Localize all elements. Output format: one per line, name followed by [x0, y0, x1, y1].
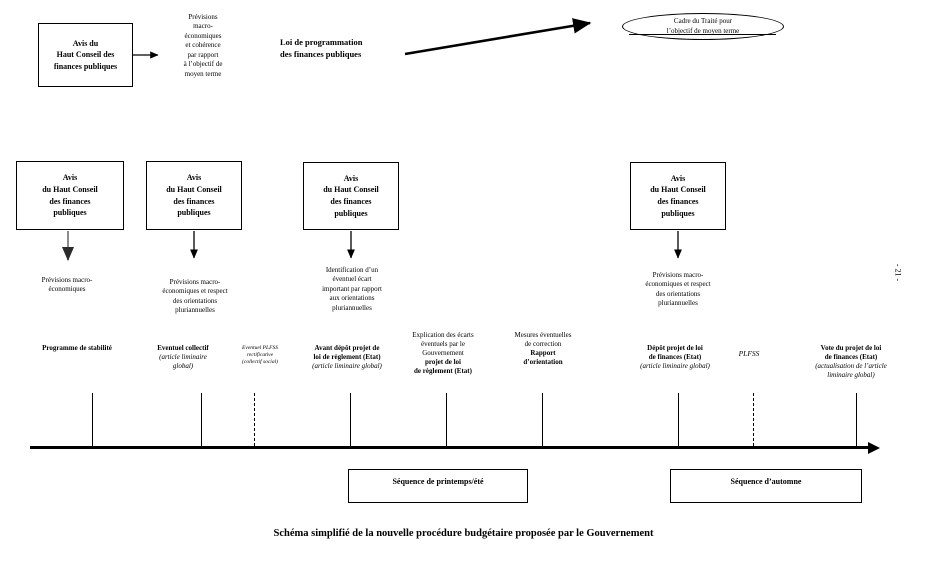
tl-label-avant-depot-reglement: Avant dépôt projet de loi de règlement (… — [312, 344, 382, 371]
avis-box-1-label: Avis du Haut Conseil des finances publiq… — [42, 173, 98, 218]
tick-depot-plf — [678, 393, 679, 446]
sequence-spring-label: Séquence de printemps/été — [392, 477, 484, 486]
avis-note-3: Identification d’un éventuel écart impor… — [322, 266, 382, 312]
tick-vote-plf — [856, 393, 857, 446]
avis-note-1: Prévisions macro- économiques — [41, 276, 93, 294]
tl-label-explication-ecarts: Explication des écarts éventuels par le … — [412, 331, 474, 376]
tl-label-depot-plf: Dépôt projet de loi de finances (Etat) (… — [640, 344, 710, 371]
tl-label-plfss: PLFSS — [738, 349, 760, 358]
timeline-axis-arrowhead — [868, 441, 880, 454]
avis-box-3-label: Avis du Haut Conseil des finances publiq… — [323, 173, 379, 218]
tl-label-eventuel-plfss: Eventuel PLFSS rectificative (collectif … — [242, 345, 278, 366]
avis-box-2-label: Avis du Haut Conseil des finances publiq… — [166, 173, 222, 218]
tick-explication-ecarts — [446, 393, 447, 446]
hcfp-top-note: Prévisions macro- économiques et cohéren… — [183, 13, 223, 78]
tick-eventuel-plfss — [254, 393, 255, 446]
avis-box-4-label: Avis du Haut Conseil des finances publiq… — [650, 173, 706, 218]
hcfp-top-box: Avis du Haut Conseil des finances publiq… — [38, 23, 133, 87]
sequence-spring-box: Séquence de printemps/été — [348, 469, 528, 503]
timeline-axis — [30, 446, 870, 449]
treaty-ellipse-label: Cadre du Traité pour l’objectif de moyen… — [666, 16, 740, 35]
tl-label-programme-stabilite: Programme de stabilité — [42, 344, 112, 352]
tick-programme-stabilite — [92, 393, 93, 446]
tl-label-mesures-correction: Mesures éventuelles de correction Rappor… — [514, 331, 572, 367]
avis-box-3: Avis du Haut Conseil des finances publiq… — [303, 162, 399, 230]
treaty-ellipse: Cadre du Traité pour l’objectif de moyen… — [622, 13, 784, 40]
hcfp-top-box-label: Avis du Haut Conseil des finances publiq… — [53, 38, 118, 71]
tick-eventuel-collectif — [201, 393, 202, 446]
tl-label-vote-plf: Vote du projet de loi de finances (Etat)… — [815, 344, 887, 380]
tl-label-eventuel-collectif: Eventuel collectif (article liminaire gl… — [157, 344, 209, 371]
arrow-loi-to-treaty — [404, 18, 592, 56]
diagram-caption: Schéma simplifié de la nouvelle procédur… — [273, 528, 654, 539]
loi-programmation-label: Loi de programmation des finances publiq… — [280, 37, 363, 60]
avis-box-4: Avis du Haut Conseil des finances publiq… — [630, 162, 726, 230]
page-number: - 21 - — [893, 263, 903, 282]
tick-plfss — [753, 393, 754, 446]
avis-box-1: Avis du Haut Conseil des finances publiq… — [16, 161, 124, 230]
sequence-autumn-box: Séquence d’automne — [670, 469, 862, 503]
avis-box-2: Avis du Haut Conseil des finances publiq… — [146, 161, 242, 230]
treaty-ellipse-underline — [629, 34, 776, 35]
tick-mesures-correction — [542, 393, 543, 446]
avis-note-2: Prévisions macro- économiques et respect… — [162, 278, 228, 315]
avis-note-4: Prévisions macro- économiques et respect… — [645, 271, 711, 308]
tick-avant-depot-reglement — [350, 393, 351, 446]
sequence-autumn-label: Séquence d’automne — [730, 477, 802, 486]
